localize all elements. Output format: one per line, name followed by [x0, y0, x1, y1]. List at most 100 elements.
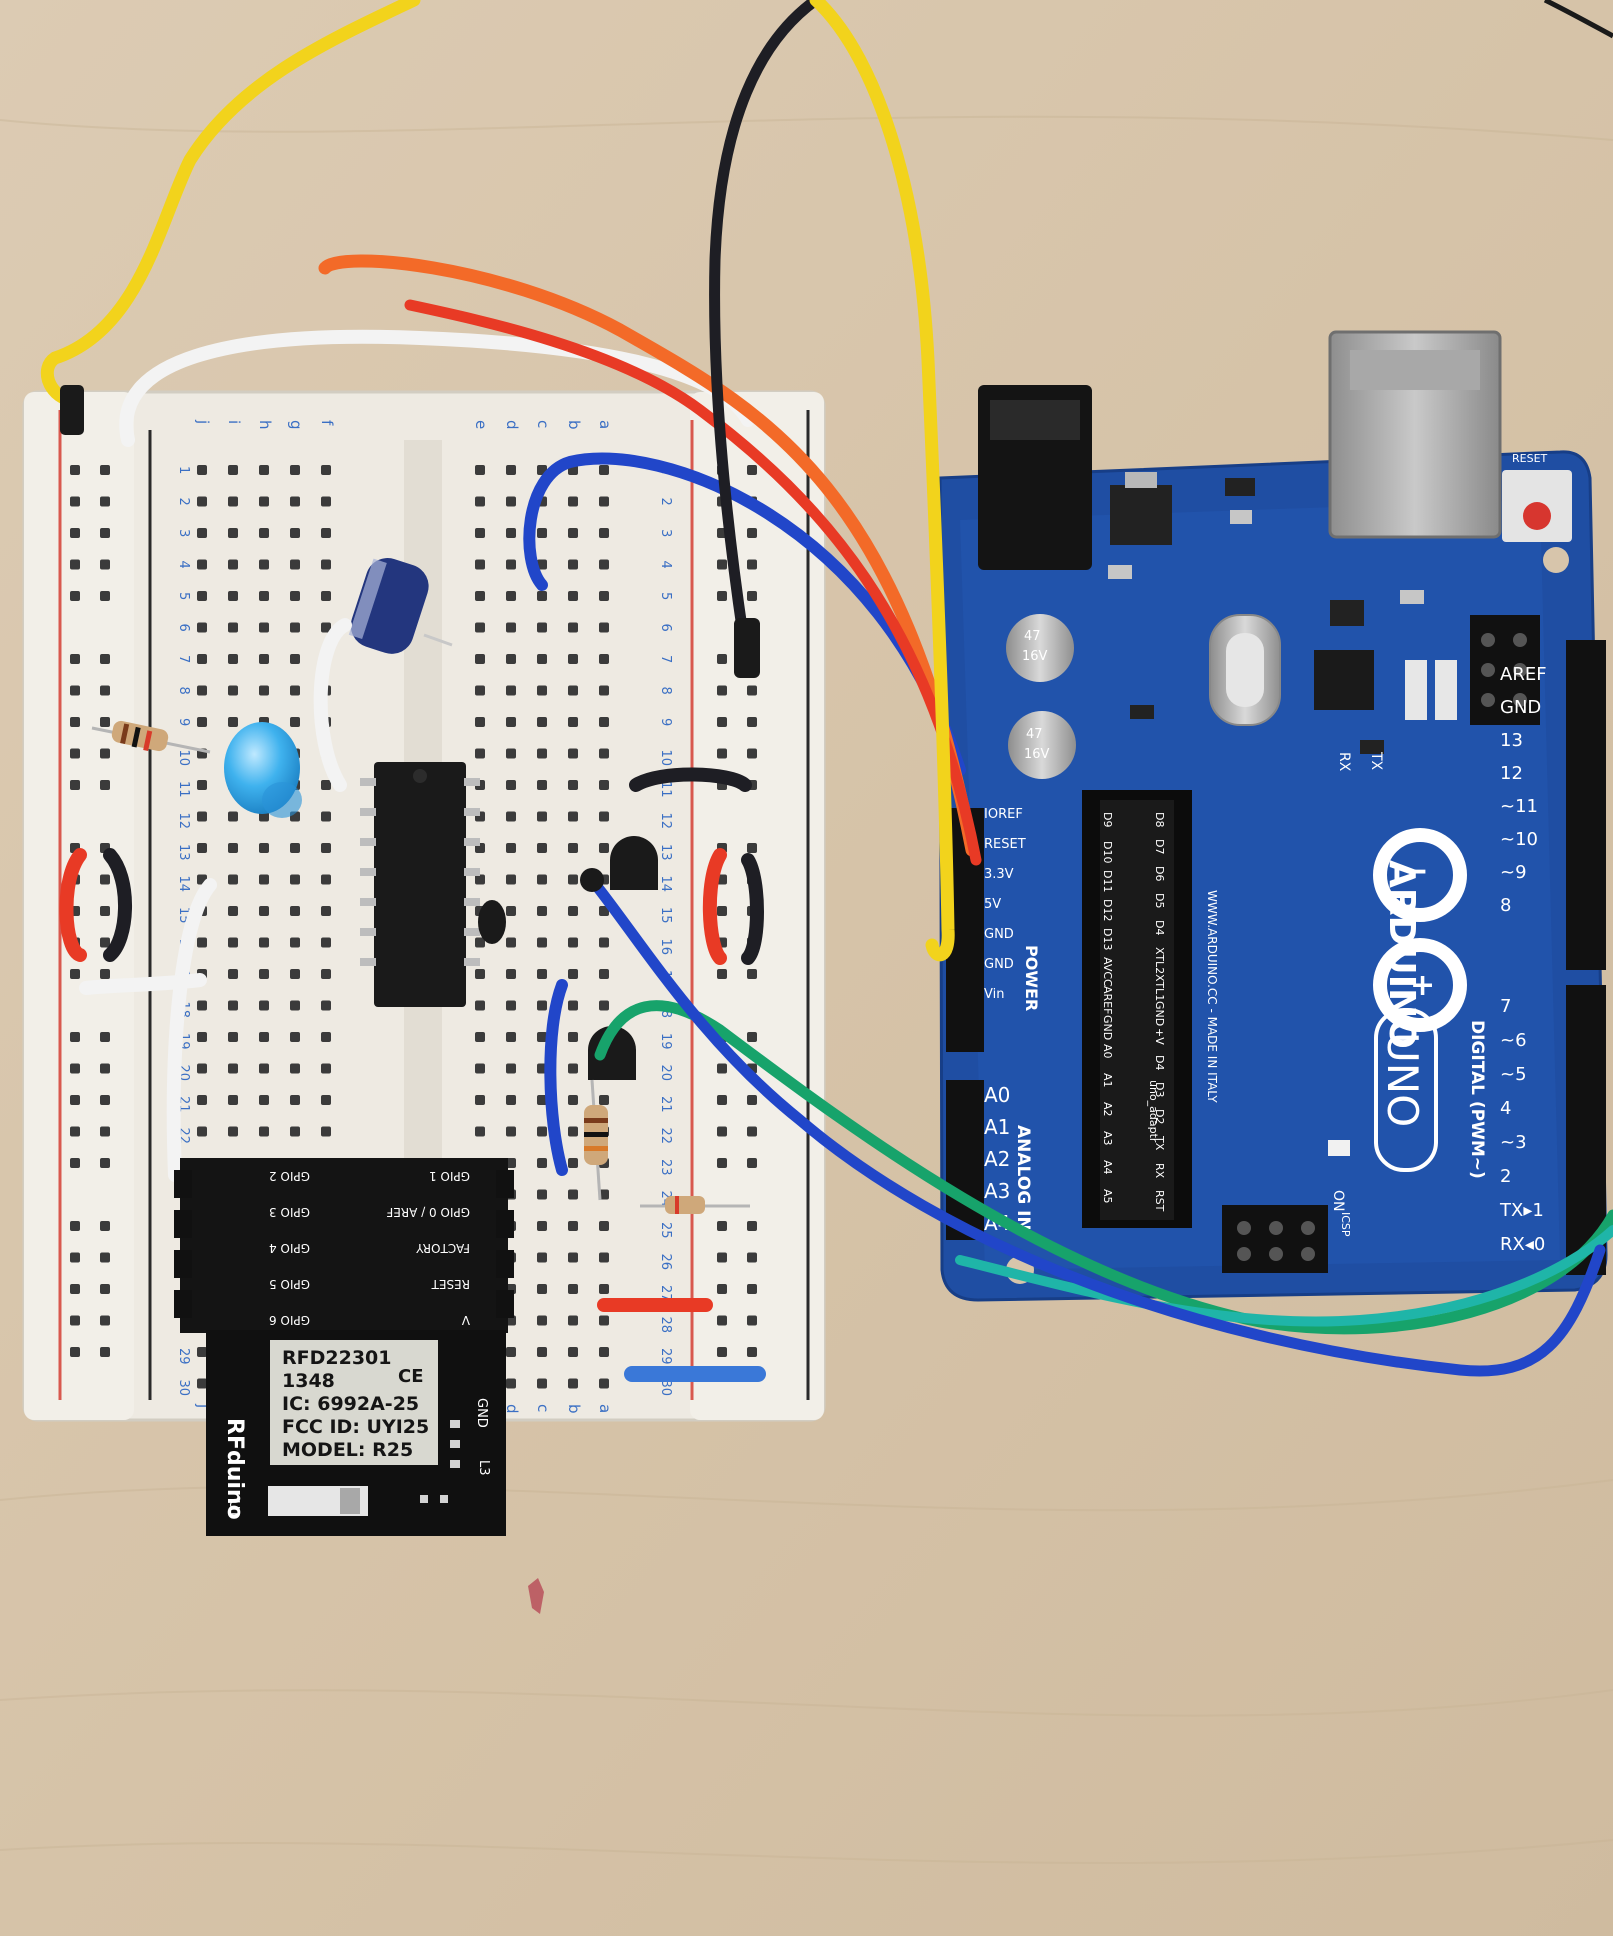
row-number: 16	[658, 939, 673, 956]
column-letter: i	[225, 420, 243, 424]
reset-button[interactable]	[1523, 502, 1551, 530]
breadboard-hole	[568, 1189, 578, 1200]
breadboard-hole	[259, 1000, 269, 1011]
breadboard-hole	[506, 1158, 516, 1168]
rail-hole	[70, 654, 80, 664]
breadboard-hole	[568, 591, 578, 601]
rail-hole	[717, 1284, 727, 1294]
breadboard-hole	[537, 1284, 547, 1294]
rail-hole	[70, 559, 80, 570]
breadboard-hole	[599, 1189, 609, 1200]
usb-interface-chip	[1314, 650, 1374, 710]
breadboard-hole	[599, 496, 609, 507]
breadboard-hole	[290, 528, 300, 538]
row-number: 1	[176, 466, 191, 474]
row-number: 13	[176, 844, 191, 861]
power-pin-label: 3.3V	[984, 867, 1014, 882]
rail-hole	[747, 465, 757, 475]
breadboard-hole	[197, 622, 207, 633]
column-letter: j	[194, 419, 212, 424]
breadboard-hole	[197, 1378, 207, 1389]
power-pin-label: RESET	[984, 837, 1026, 852]
capacitor-2: 47 16V	[1008, 711, 1076, 779]
breadboard-hole	[321, 811, 331, 822]
row-number: 15	[658, 907, 673, 924]
shield-pin-label: D4	[1153, 920, 1166, 935]
row-number: 2	[176, 498, 191, 506]
breadboard-hole	[537, 685, 547, 696]
gpio-label: GPIO 1	[429, 1169, 470, 1183]
breadboard-hole	[228, 937, 238, 948]
breadboard-hole	[506, 811, 516, 822]
svg-text:–: –	[1412, 853, 1427, 888]
breadboard-hole	[568, 717, 578, 727]
column-letter: d	[503, 1404, 521, 1414]
gnd-label: GND	[474, 1398, 489, 1428]
rail-hole	[100, 654, 110, 664]
mounting-hole	[1543, 547, 1569, 573]
rail-hole	[717, 969, 727, 979]
row-number: 3	[176, 529, 191, 537]
breadboard-hole	[599, 969, 609, 979]
breadboard-hole	[537, 811, 547, 822]
shield-pin-label: A1	[1101, 1073, 1114, 1088]
rx-label: RX	[1336, 752, 1352, 772]
breadboard-hole	[506, 622, 516, 633]
breadboard-hole	[568, 748, 578, 759]
row-number: 10	[658, 750, 673, 767]
power-pin-label: GND	[984, 927, 1014, 942]
breadboard-hole	[537, 1126, 547, 1137]
breadboard-hole	[290, 1095, 300, 1105]
breadboard-hole	[599, 1095, 609, 1105]
icsp-label: ICSP	[1339, 1212, 1352, 1237]
breadboard-hole	[290, 559, 300, 570]
rail-hole	[100, 685, 110, 696]
breadboard-hole	[599, 717, 609, 727]
wire-end-blue	[580, 868, 604, 892]
rail-hole	[747, 1252, 757, 1263]
red-wire	[404, 299, 982, 866]
gpio-label: GPIO 2	[269, 1169, 310, 1183]
sticker-line: IC: 6992A-25	[282, 1393, 419, 1415]
breadboard-hole	[259, 685, 269, 696]
breadboard-hole	[475, 1126, 485, 1137]
usb-cable	[1543, 0, 1613, 39]
breadboard-hole	[259, 654, 269, 664]
breadboard-hole	[568, 1284, 578, 1294]
breadboard-hole	[228, 874, 238, 885]
breadboard-hole	[475, 654, 485, 664]
breadboard-hole	[506, 559, 516, 570]
breadboard-hole	[197, 1347, 207, 1357]
rail-hole	[70, 465, 80, 475]
ic-chip	[360, 762, 480, 1007]
breadboard-hole	[321, 843, 331, 853]
black-jumper-right	[741, 853, 764, 965]
breadboard-hole	[321, 1126, 331, 1137]
shield-pin-label: D6	[1153, 866, 1166, 881]
breadboard-hole	[259, 496, 269, 507]
breadboard-hole	[321, 559, 331, 570]
breadboard-hole	[228, 1063, 238, 1074]
row-number: 26	[658, 1254, 673, 1271]
breadboard-hole	[259, 559, 269, 570]
breadboard-hole	[259, 937, 269, 948]
breadboard-hole	[599, 1347, 609, 1357]
shield-pin-label: D7	[1153, 839, 1166, 854]
rail-hole	[747, 685, 757, 696]
u1-label: U1	[226, 1500, 241, 1518]
power-pin-label: IOREF	[984, 807, 1023, 822]
shield-pin-label: D11	[1101, 870, 1114, 892]
breadboard-hole	[475, 969, 485, 979]
breadboard-hole	[321, 969, 331, 979]
column-letter: c	[534, 1404, 552, 1412]
rail-hole	[717, 717, 727, 727]
breadboard-hole	[197, 559, 207, 570]
breadboard-hole	[506, 874, 516, 885]
icsp-header-bottom	[1222, 1205, 1328, 1273]
black-wire-pin	[734, 618, 760, 678]
breadboard-hole	[599, 748, 609, 759]
breadboard-hole	[321, 906, 331, 916]
breadboard-hole	[290, 654, 300, 664]
breadboard-hole	[599, 1315, 609, 1326]
red-jumper-left	[59, 848, 87, 962]
